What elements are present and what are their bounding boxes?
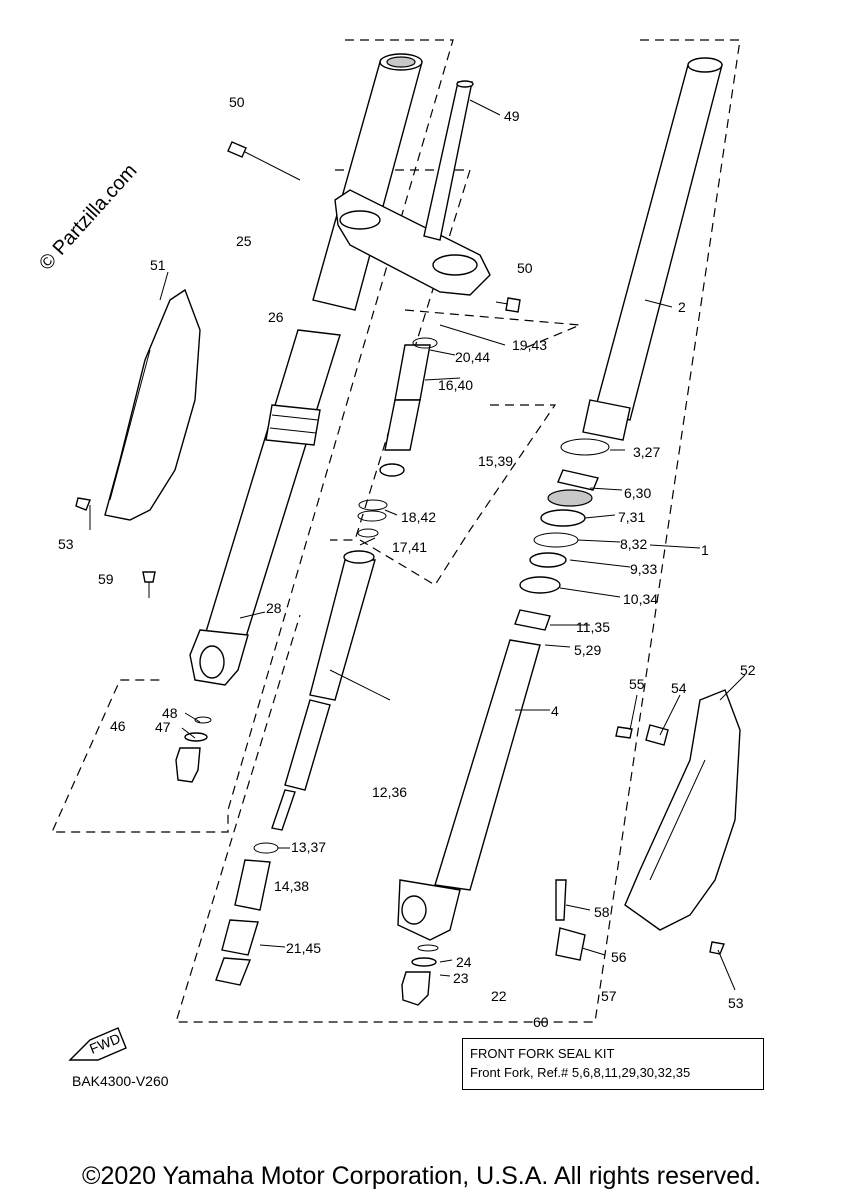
fwd-arrow-icon: FWD bbox=[68, 1027, 127, 1061]
callout-6-30: 6,30 bbox=[624, 485, 651, 501]
callout-55: 55 bbox=[629, 676, 645, 692]
callout-12-36: 12,36 bbox=[372, 784, 407, 800]
callout-28: 28 bbox=[266, 600, 282, 616]
callout-60: 60 bbox=[533, 1014, 549, 1030]
callout-11-35: 11,35 bbox=[576, 619, 610, 635]
callout-18-42: 18,42 bbox=[401, 509, 436, 525]
callout-19-43: 19,43 bbox=[512, 337, 547, 353]
assembly-boundaries bbox=[51, 39, 741, 1023]
callout-54: 54 bbox=[671, 680, 687, 696]
seal-kit-title: FRONT FORK SEAL KIT bbox=[470, 1046, 615, 1061]
callout-59: 59 bbox=[98, 571, 114, 587]
callout-5-29: 5,29 bbox=[574, 642, 601, 658]
callout-20-44: 20,44 bbox=[455, 349, 490, 365]
seal-kit-refs: Front Fork, Ref.# 5,6,8,11,29,30,32,35 bbox=[470, 1065, 691, 1080]
callout-23: 23 bbox=[453, 970, 469, 986]
callout-8-32: 8,32 bbox=[620, 536, 647, 552]
callout-13-37: 13,37 bbox=[291, 839, 326, 855]
callout-46: 46 bbox=[110, 718, 126, 734]
copyright-footer: ©2020 Yamaha Motor Corporation, U.S.A. A… bbox=[82, 1162, 761, 1190]
callout-15-39: 15,39 bbox=[478, 453, 513, 469]
callout-52: 52 bbox=[740, 662, 756, 678]
callout-49: 49 bbox=[504, 108, 520, 124]
callout-3-27: 3,27 bbox=[633, 444, 660, 460]
callout-50-top: 50 bbox=[229, 94, 245, 110]
callout-1: 1 bbox=[701, 542, 709, 558]
callout-51: 51 bbox=[150, 257, 166, 273]
callout-50-right: 50 bbox=[517, 260, 533, 276]
callout-17-41: 17,41 bbox=[392, 539, 427, 555]
callout-24: 24 bbox=[456, 954, 472, 970]
callout-48: 48 bbox=[162, 705, 178, 721]
callout-47: 47 bbox=[155, 719, 171, 735]
callout-57: 57 bbox=[601, 988, 617, 1004]
callout-14-38: 14,38 bbox=[274, 878, 309, 894]
right-fork-assembly bbox=[397, 57, 741, 1006]
callout-10-34: 10,34 bbox=[623, 591, 658, 607]
left-fork-assembly bbox=[75, 53, 521, 783]
callout-53-right: 53 bbox=[728, 995, 744, 1011]
callout-21-45: 21,45 bbox=[286, 940, 321, 956]
callout-9-33: 9,33 bbox=[630, 561, 657, 577]
callout-53-left: 53 bbox=[58, 536, 74, 552]
callout-7-31: 7,31 bbox=[618, 509, 645, 525]
callout-4: 4 bbox=[551, 703, 559, 719]
callout-25: 25 bbox=[236, 233, 252, 249]
leader-lines bbox=[89, 99, 746, 991]
cartridge-assembly bbox=[215, 337, 438, 986]
diagram-code: BAK4300-V260 bbox=[72, 1073, 169, 1089]
callout-labels: 1 2 3,27 4 5,29 6,30 7,31 8,32 9,33 10,3… bbox=[58, 94, 756, 1030]
seal-kit-box: FRONT FORK SEAL KIT Front Fork, Ref.# 5,… bbox=[462, 1038, 764, 1090]
callout-16-40: 16,40 bbox=[438, 377, 473, 393]
callout-58: 58 bbox=[594, 904, 610, 920]
callout-26: 26 bbox=[268, 309, 284, 325]
callout-56: 56 bbox=[611, 949, 627, 965]
callout-2: 2 bbox=[678, 299, 686, 315]
callout-22: 22 bbox=[491, 988, 507, 1004]
